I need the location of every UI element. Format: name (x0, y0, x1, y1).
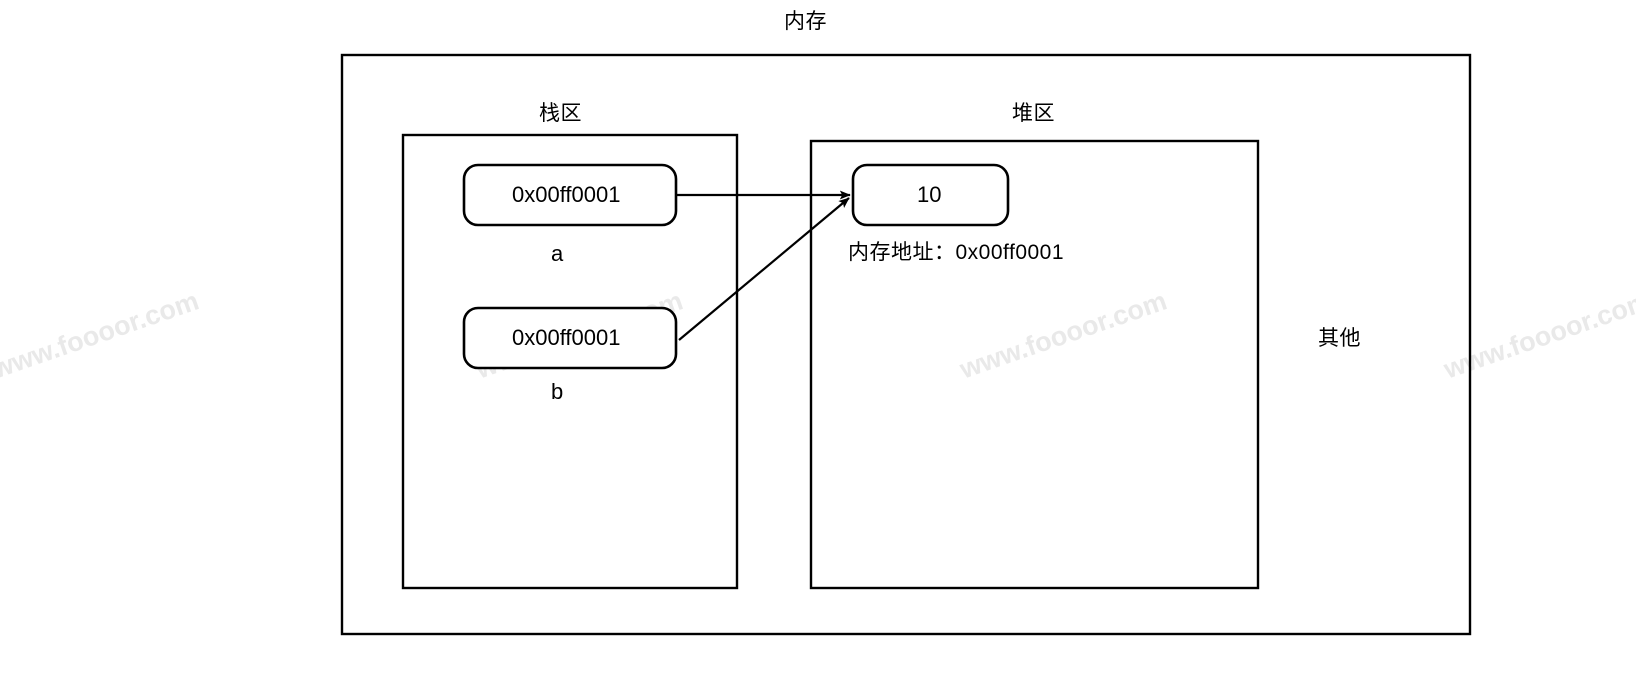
heap-object-box (851, 163, 1010, 227)
stack-region-label: 栈区 (539, 102, 582, 125)
stack-slot-b-name: b (551, 379, 564, 404)
stack-slot-a-value: 0x00ff0001 (512, 182, 621, 207)
arrow-b-to-heap (678, 197, 850, 341)
other-region-label: 其他 (1318, 327, 1361, 350)
heap-region (809, 139, 1260, 590)
stack-slot-b-value: 0x00ff0001 (512, 325, 621, 350)
heap-object-value: 10 (917, 182, 942, 207)
memory-title: 内存 (784, 10, 827, 33)
stack-slot-a-name: a (551, 241, 564, 266)
heap-object-address-note: 内存地址：0x00ff0001 (848, 241, 1065, 264)
heap-region-label: 堆区 (1012, 102, 1055, 125)
stack-region (401, 133, 739, 590)
stack-slot-b-box (462, 306, 678, 370)
memory-container (340, 53, 1472, 636)
